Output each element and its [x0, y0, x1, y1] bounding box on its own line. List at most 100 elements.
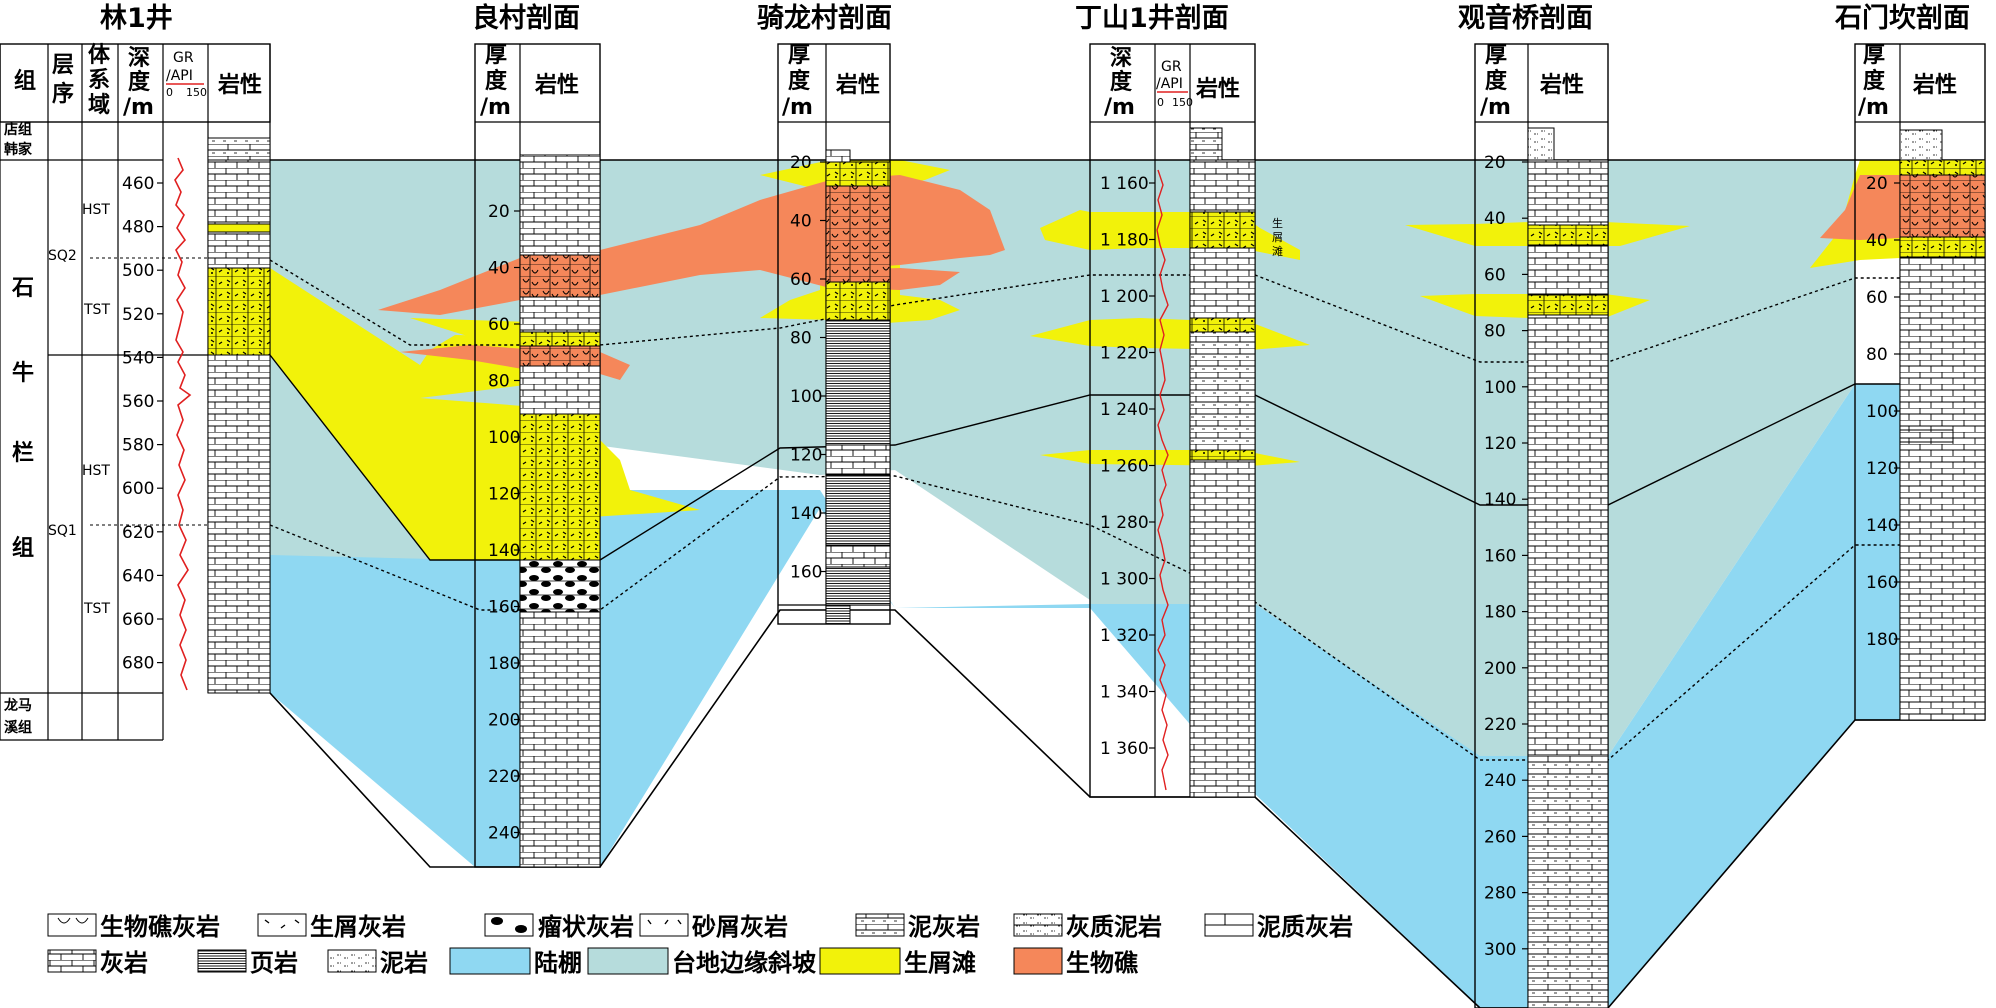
- legend-item-mudstone: 泥岩: [327, 949, 428, 977]
- svg-text:生屑灰岩: 生屑灰岩: [310, 913, 406, 941]
- guanyinqiao-tick-label: 180: [1484, 603, 1516, 623]
- shimen-hdr-thk-1: 厚: [1863, 43, 1885, 68]
- lin1-well: 林1井 组 层 序 体 系 域 深 度 /m GR /API 0 150 岩性 …: [0, 3, 271, 741]
- liangcun-tick-label: 40: [488, 259, 510, 279]
- guanyin-hdr-thk-1: 厚: [1485, 43, 1507, 68]
- lin1-tick-label: 600: [122, 479, 154, 499]
- dingshan-hdr-depth-3: /m: [1104, 95, 1135, 120]
- lin1-hdr-depth-3: /m: [123, 95, 154, 120]
- title-liangcun: 良村剖面: [472, 2, 580, 34]
- guanyin-lith-3: [1527, 314, 1609, 756]
- dingshan-hdr-depth-1: 深: [1110, 46, 1132, 71]
- lin1-seq-sq2: SQ2: [48, 248, 77, 264]
- shimen-hdr-thk-3: /m: [1858, 95, 1889, 120]
- lin1-fm-main-1: 石: [11, 276, 34, 301]
- shimenkan-tick-label: 180: [1866, 630, 1898, 650]
- liangcun-hdr-lith: 岩性: [534, 73, 579, 98]
- lin1-fm-main-4: 组: [12, 535, 34, 561]
- svg-text:灰岩: 灰岩: [100, 949, 148, 977]
- qilong-lith-bank-1: [825, 161, 891, 187]
- guanyinqiao-tick-label: 100: [1484, 378, 1516, 398]
- dingshan-tick-label: 1 160: [1100, 174, 1149, 194]
- shimen-lith-bank-1: [1899, 159, 1986, 176]
- qilong-hdr-thk-1: 厚: [788, 43, 810, 68]
- qilong-lith-top: [825, 149, 851, 163]
- title-lin1: 林1井: [100, 3, 173, 34]
- lin1-st-hst-1: HST: [82, 202, 110, 218]
- shimenkan-tick-label: 100: [1866, 402, 1898, 422]
- shimenkan-tick-label: 120: [1866, 459, 1898, 479]
- legend-item-calcarenite: 砂屑灰岩: [639, 913, 788, 941]
- guanyinqiao-tick-label: 120: [1484, 434, 1516, 454]
- dingshan-lith-bank-1: [1189, 211, 1256, 249]
- lin1-st-hst-2: HST: [82, 463, 110, 479]
- liangcun-section: 良村剖面 厚 度 /m 岩性 2040608010012014016018020…: [472, 2, 601, 868]
- dingshan-lith-2: [1189, 247, 1256, 319]
- qilong-hdr-lith: 岩性: [835, 73, 880, 98]
- legend-item-bioclastic-limestone: 生屑灰岩: [257, 913, 406, 941]
- dingshan-hdr-lith: 岩性: [1195, 77, 1240, 102]
- guanyin-lith-bank-2: [1527, 294, 1609, 316]
- lin1-tick-label: 500: [122, 261, 154, 281]
- dingshan-tick-label: 1 340: [1100, 683, 1149, 703]
- guanyinqiao-tick-label: 260: [1484, 827, 1516, 847]
- lin1-lith-lower: [207, 354, 271, 694]
- lin1-tick-label: 520: [122, 305, 154, 325]
- legend-item-platform-slope: 台地边缘斜坡: [587, 947, 816, 977]
- qilong-hdr-thk-3: /m: [782, 95, 813, 120]
- guanyinqiao-tick-label: 60: [1484, 265, 1506, 285]
- lin1-tick-label: 540: [122, 348, 154, 368]
- liangcun-tick-label: 200: [488, 711, 520, 731]
- liangcun-lith-bank-1: [519, 331, 601, 347]
- lin1-hdr-gr-unit: /API: [166, 68, 193, 84]
- lin1-tick-label: 560: [122, 392, 154, 412]
- lin1-hdr-gr-min: 0: [166, 86, 173, 99]
- lin1-tick-label: 680: [122, 654, 154, 674]
- qilong-lith-bank-2: [825, 281, 891, 321]
- qilong-lith-base: [825, 604, 851, 625]
- lin1-hdr-lith: 岩性: [217, 73, 262, 98]
- legend-item-nodular-limestone: 瘤状灰岩: [484, 913, 634, 941]
- shimenkan-tick-label: 80: [1866, 345, 1888, 365]
- dingshan-lith-bank-2: [1189, 317, 1256, 333]
- dingshan-tick-label: 1 300: [1100, 570, 1149, 590]
- dingshan-lith-4: [1189, 459, 1256, 798]
- shimen-lith-top: [1899, 129, 1943, 161]
- guanyin-lith-bank-1: [1527, 224, 1609, 246]
- liangcun-tick-label: 120: [488, 485, 520, 505]
- liangcun-lith-1: [519, 154, 601, 256]
- liangcun-lith-4: [519, 611, 601, 868]
- lin1-lith-upper: [207, 159, 271, 269]
- guanyin-hdr-thk-2: 度: [1485, 68, 1508, 94]
- lin1-hdr-depth-1: 深: [128, 46, 150, 71]
- liangcun-lith-nodular: [519, 559, 601, 613]
- dingshan-tick-label: 1 280: [1100, 513, 1149, 533]
- lin1-tick-label: 620: [122, 523, 154, 543]
- guanyinqiao-tick-label: 140: [1484, 490, 1516, 510]
- legend-item-argillaceous-limestone: 泥质灰岩: [1204, 913, 1353, 941]
- qilongcun-tick-label: 100: [790, 387, 822, 407]
- liangcun-hdr-thk-2: 度: [485, 68, 508, 94]
- reef-wedge-qilong-main: [600, 175, 1005, 295]
- title-shimenkan: 石门坎剖面: [1834, 2, 1970, 34]
- lin1-hdr-gr-max: 150: [186, 86, 207, 99]
- dingshan-tick-label: 1 180: [1100, 231, 1149, 251]
- dingshan-bank-label-2: 屑: [1272, 231, 1283, 244]
- dingshan-gr-curve: [1156, 169, 1169, 791]
- dingshan-bank-label-1: 生: [1272, 216, 1283, 230]
- guanyinqiao-tick-label: 20: [1484, 153, 1506, 173]
- shimen-lith-1: [1899, 256, 1986, 721]
- dingshan-tick-label: 1 220: [1100, 344, 1149, 364]
- liangcun-tick-label: 140: [488, 541, 520, 561]
- qilongcun-tick-label: 120: [790, 446, 822, 466]
- lin1-gr-curve: [174, 157, 192, 691]
- title-dingshan: 丁山1井剖面: [1075, 2, 1229, 34]
- shimen-hdr-thk-2: 度: [1863, 68, 1886, 94]
- svg-text:页岩: 页岩: [250, 949, 298, 977]
- lin1-tick-label: 480: [122, 218, 154, 238]
- lin1-tick-label: 660: [122, 610, 154, 630]
- dingshan-hdr-gr-unit: /API: [1156, 76, 1183, 92]
